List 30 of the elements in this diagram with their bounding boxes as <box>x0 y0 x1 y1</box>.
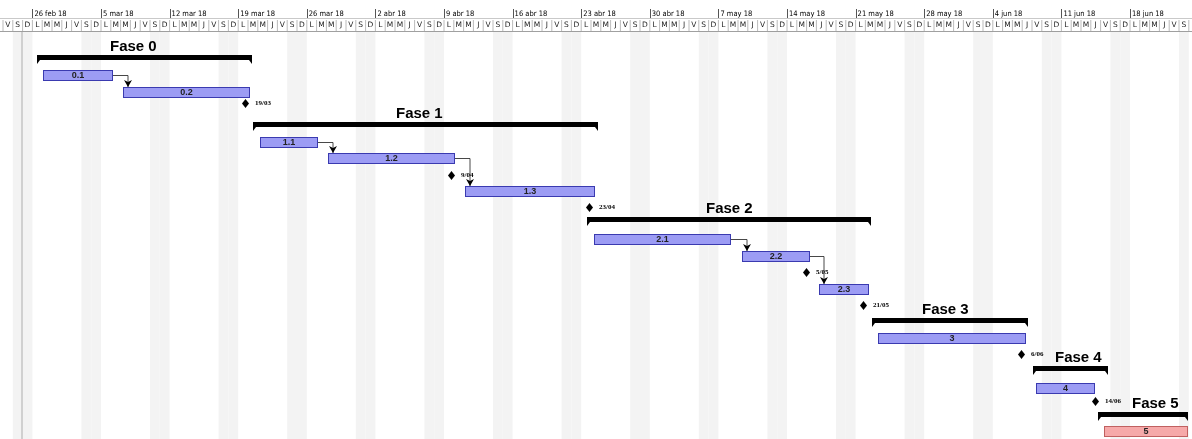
task-bar: 3 <box>878 333 1026 344</box>
phase-label: Fase 0 <box>110 38 157 54</box>
task-bar: 5 <box>1104 426 1188 437</box>
task-bar: 0.1 <box>43 70 113 81</box>
phase-label: Fase 2 <box>706 200 753 216</box>
milestone-diamond <box>1017 349 1025 359</box>
summary-bar <box>253 122 598 131</box>
task-bar: 1.1 <box>260 137 318 148</box>
summary-bar <box>1098 412 1188 421</box>
phase-label: Fase 5 <box>1132 395 1179 411</box>
milestone-diamond <box>1091 396 1099 406</box>
task-bar: 0.2 <box>123 87 250 98</box>
task-bar: 1.3 <box>465 186 595 197</box>
summary-bar <box>37 55 252 64</box>
milestone-diamond <box>241 98 249 108</box>
phase-label: Fase 3 <box>922 301 969 317</box>
summary-bar <box>587 217 871 226</box>
milestone-diamond <box>447 170 455 180</box>
milestone-diamond <box>859 300 867 310</box>
summary-bar <box>872 318 1028 327</box>
task-bar: 1.2 <box>328 153 455 164</box>
phase-label: Fase 1 <box>396 105 443 121</box>
milestone-diamond <box>585 202 593 212</box>
task-bar: 2.1 <box>594 234 731 245</box>
milestone-diamond <box>802 267 810 277</box>
summary-bar <box>1033 366 1108 375</box>
task-bar: 4 <box>1036 383 1095 394</box>
task-bar: 2.3 <box>819 284 869 295</box>
task-bar: 2.2 <box>742 251 810 262</box>
phase-label: Fase 4 <box>1055 349 1102 365</box>
